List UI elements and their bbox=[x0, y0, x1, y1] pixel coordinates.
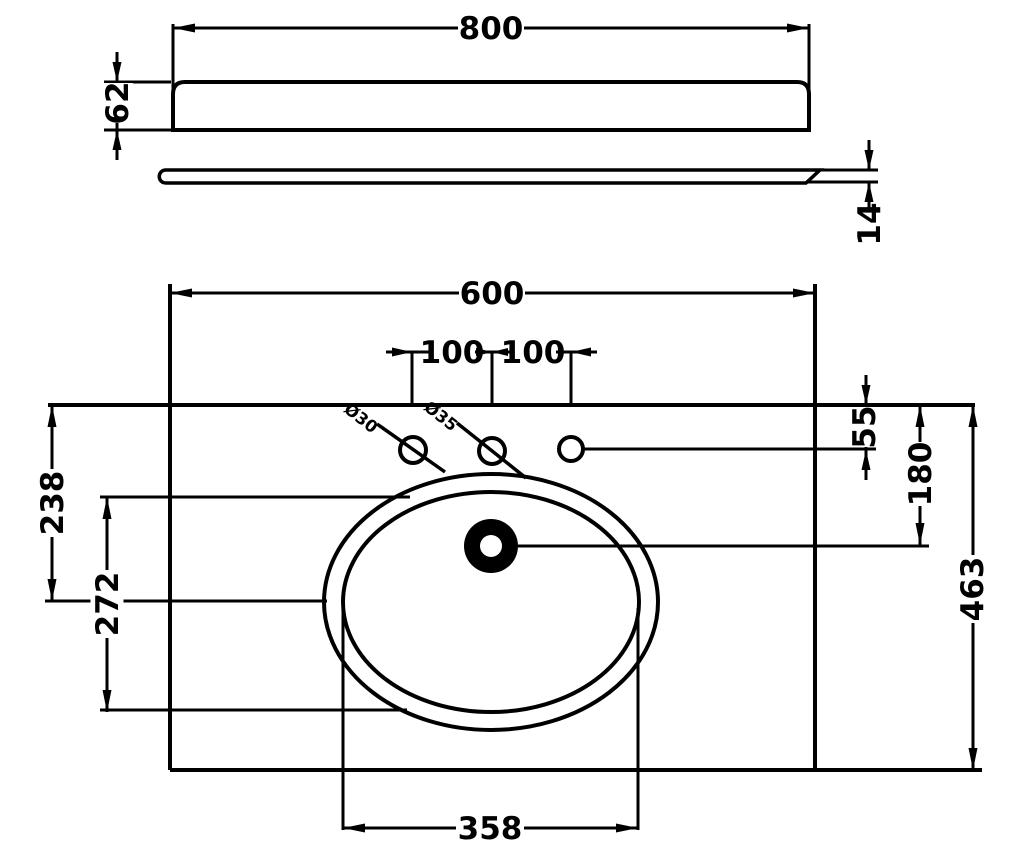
label-background bbox=[101, 83, 133, 123]
label-background bbox=[955, 555, 989, 623]
plan-view: 600 100 100 Ø30 Ø35 bbox=[35, 276, 991, 847]
label-background bbox=[35, 469, 69, 537]
dimension-arrow bbox=[102, 497, 112, 519]
dimension-arrow bbox=[793, 288, 815, 298]
dimension-arrow bbox=[864, 150, 874, 170]
dim-basin-width-label: 358 bbox=[458, 811, 523, 847]
label-background bbox=[847, 407, 881, 447]
dim-overall-depth-label: 463 bbox=[955, 557, 991, 622]
dimension-arrow bbox=[392, 347, 412, 357]
dim-overall-depth: 463 bbox=[955, 555, 991, 623]
dim-tap-spacing-left: 100 bbox=[420, 335, 485, 371]
dim-plan-width-label: 600 bbox=[460, 276, 525, 312]
dimension-arrow bbox=[47, 579, 57, 601]
front-elevation-view: 800 62 bbox=[100, 11, 811, 160]
dim-front-height-label: 62 bbox=[100, 81, 136, 124]
label-background bbox=[456, 811, 524, 845]
dimension-arrow bbox=[476, 348, 492, 356]
dimension-arrow bbox=[170, 288, 192, 298]
dim-tap-spacing-right: 100 bbox=[501, 335, 566, 371]
label-background bbox=[429, 337, 475, 367]
basin-outer-rim bbox=[322, 472, 660, 732]
drain-hole-center bbox=[480, 535, 502, 557]
dim-basin-width: 358 bbox=[456, 811, 524, 847]
dim-tap-spacing-right-label: 100 bbox=[501, 335, 566, 371]
dimension-arrow bbox=[968, 405, 978, 427]
dim-basin-front-to-back: 272 bbox=[90, 570, 126, 638]
dimension-arrow bbox=[102, 690, 112, 712]
dimension-arrow bbox=[968, 748, 978, 770]
dim-tap-spacing-left-label: 100 bbox=[420, 335, 485, 371]
dimension-arrow bbox=[492, 348, 508, 356]
label-background bbox=[903, 442, 937, 506]
dimension-arrow bbox=[112, 62, 122, 82]
dim-front-width-label: 800 bbox=[459, 11, 524, 47]
dim-back-to-centerline: 238 bbox=[35, 469, 71, 537]
dimension-arrow bbox=[915, 405, 925, 427]
label-background bbox=[90, 570, 124, 638]
dimension-arrow bbox=[864, 182, 874, 202]
dimension-arrow bbox=[47, 405, 57, 427]
label-background bbox=[458, 11, 524, 45]
dimension-arrow bbox=[112, 130, 122, 150]
countertop-front-outline bbox=[171, 80, 811, 132]
dim-back-to-drain-label: 180 bbox=[903, 442, 939, 507]
dim-panel-thickness-label: 14 bbox=[852, 202, 888, 245]
dim-panel-thickness: 14 bbox=[852, 202, 888, 245]
dim-back-to-drain: 180 bbox=[903, 442, 939, 507]
basin-inner-bowl bbox=[341, 490, 641, 714]
tap-hole-right bbox=[557, 435, 585, 463]
dimension-arrow bbox=[173, 23, 195, 33]
dimension-arrow bbox=[616, 823, 638, 833]
dim-back-to-centerline-label: 238 bbox=[35, 471, 71, 536]
dimension-arrow bbox=[861, 450, 871, 470]
label-background bbox=[459, 276, 525, 310]
dim-front-height: 62 bbox=[100, 81, 136, 124]
dim-plan-width: 600 bbox=[459, 276, 525, 312]
dim-basin-front-to-back-label: 272 bbox=[90, 572, 126, 637]
dimension-arrow bbox=[787, 23, 809, 33]
leader-line-hole-large bbox=[455, 421, 528, 480]
dim-front-width: 800 bbox=[458, 11, 524, 47]
panel-profile-outline bbox=[157, 168, 825, 185]
panel-profile-view: 14 bbox=[157, 140, 888, 246]
leader-line-hole-small bbox=[375, 422, 447, 474]
dimension-arrow bbox=[571, 347, 591, 357]
dim-back-to-tap-holes: 55 bbox=[847, 405, 883, 448]
dimension-arrow bbox=[343, 823, 365, 833]
label-background bbox=[510, 337, 556, 367]
dimension-arrow bbox=[915, 523, 925, 545]
dimension-arrow bbox=[861, 385, 871, 405]
dim-back-to-tap-holes-label: 55 bbox=[847, 405, 883, 448]
